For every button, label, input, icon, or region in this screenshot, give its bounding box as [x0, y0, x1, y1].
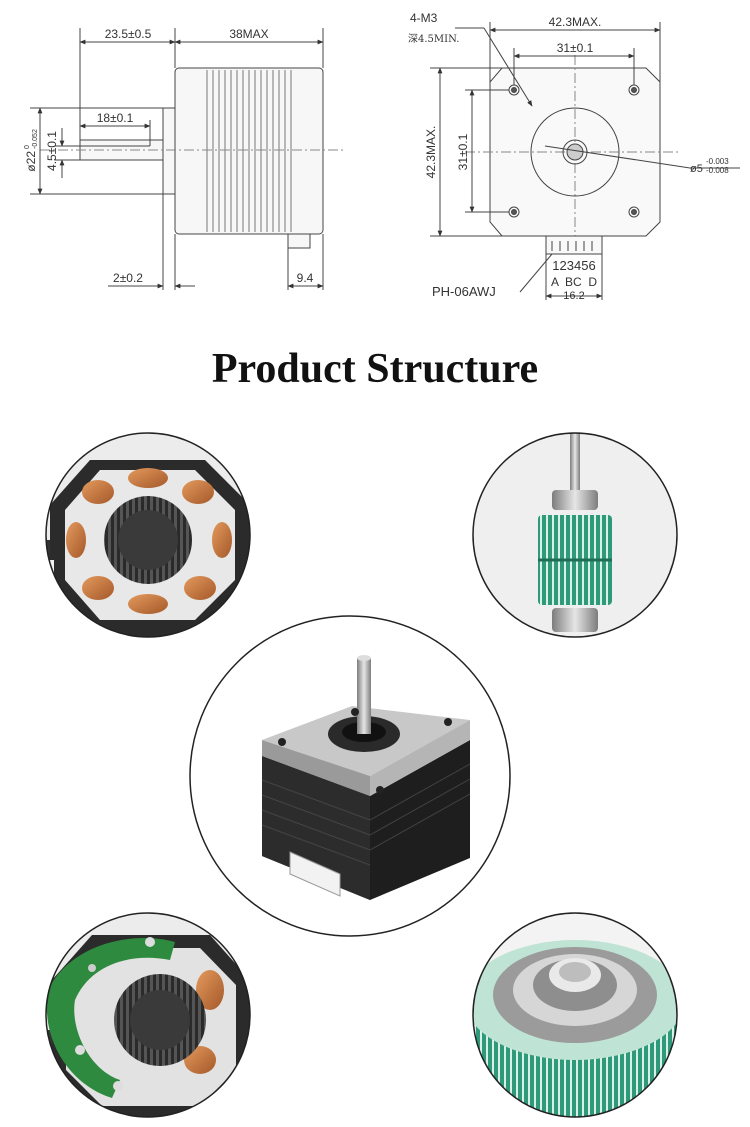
technical-drawing: 23.5±0.5 38MAX 18±0.1 ø22 0 -0.052 4.5±0… [24, 11, 740, 302]
front-view [430, 22, 740, 300]
section-title: Product Structure [211, 346, 539, 392]
dim-hole-pitch: 31±0.1 [557, 41, 594, 55]
connector-label: PH-06AWJ [432, 284, 496, 299]
holes-depth: 深4.5MIN. [408, 33, 459, 45]
photo-stator-with-pcb [45, 912, 251, 1118]
stator-coil-icon [46, 460, 250, 637]
stepper-motor-icon [261, 655, 471, 900]
product-photos [45, 432, 678, 1118]
svg-text:-0.003: -0.003 [706, 157, 729, 166]
dim-hole-pitch-vertical: 31±0.1 [456, 133, 470, 170]
svg-text:0: 0 [24, 145, 31, 149]
svg-text:ø5: ø5 [690, 163, 703, 175]
svg-text:-0.008: -0.008 [706, 166, 729, 175]
mounting-holes [508, 84, 640, 218]
dim-body-length: 38MAX [229, 27, 268, 41]
svg-text:-0.052: -0.052 [32, 129, 39, 149]
side-view [30, 28, 345, 290]
front-connector [545, 235, 603, 255]
photo-rotor-assembly [472, 432, 678, 638]
body-fins [206, 70, 292, 232]
dim-flat-height: 4.5±0.1 [45, 131, 59, 171]
bearing-icon [473, 940, 677, 1117]
dim-boss-diameter: ø22 0 -0.052 [24, 129, 39, 172]
stator-pcb-icon [46, 935, 250, 1117]
dim-connector: 9.4 [297, 271, 314, 285]
dim-flat-length: 18±0.1 [97, 111, 134, 125]
boss-outline [162, 107, 176, 195]
dim-boss-height: 2±0.2 [113, 271, 143, 285]
connector-outline [287, 233, 311, 249]
dim-shaft-diameter: ø5 -0.003 -0.008 [690, 157, 729, 175]
svg-text:ø22: ø22 [24, 151, 38, 172]
dim-connector-width: 16.2 [563, 290, 584, 302]
photo-bearing-closeup [472, 912, 678, 1118]
boss-circle [530, 107, 620, 197]
holes-label: 4-M3 [410, 11, 438, 25]
dim-height: 42.3MAX. [424, 126, 438, 179]
photo-stator-windings [45, 432, 251, 638]
rotor-icon [538, 433, 612, 632]
dim-width: 42.3MAX. [549, 15, 602, 29]
dim-shaft-length: 23.5±0.5 [105, 27, 152, 41]
photo-stepper-motor [189, 615, 511, 937]
connector-phases: A BC D [551, 275, 597, 289]
connector-pins: 123456 [552, 258, 595, 273]
